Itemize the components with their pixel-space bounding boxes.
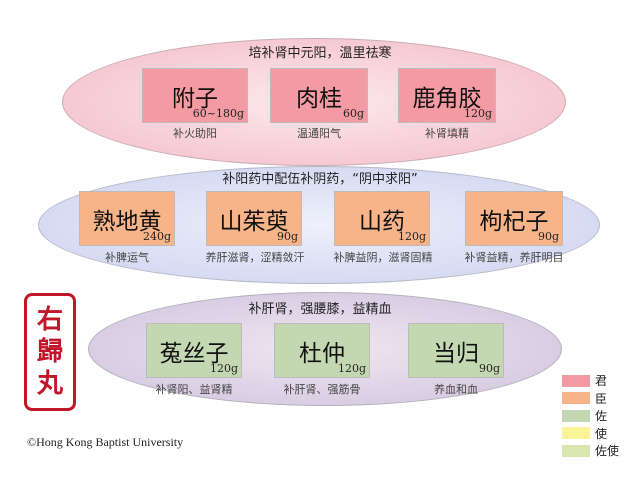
herb-dose: 120g — [209, 362, 238, 375]
herb-box-tusizi: 菟丝子 120g — [146, 323, 242, 378]
herb-dose: 120g — [337, 362, 366, 375]
legend-label: 君 — [595, 374, 608, 389]
herb-note: 补肾阳、益肾精 — [155, 383, 233, 396]
herb-dose: 120g — [463, 107, 492, 120]
herb-box-danggui: 当归 90g — [408, 323, 504, 378]
legend-label: 臣 — [595, 391, 608, 406]
legend-label: 佐 — [595, 409, 608, 424]
legend-swatch — [562, 444, 590, 457]
herb-box-shanzhuyu: 山茱萸 90g — [206, 191, 302, 246]
herb-box-fuzi: 附子 60~180g — [142, 68, 248, 123]
herb-note: 补肾益精，养肝明目 — [464, 251, 564, 264]
herb-name: 熟地黄 — [92, 209, 162, 235]
herb-name: 鹿角胶 — [412, 86, 482, 112]
herb-name: 山药 — [359, 209, 405, 235]
herb-dose: 90g — [537, 230, 559, 243]
legend-swatch — [562, 409, 590, 422]
legend-item: 君 — [562, 372, 619, 390]
herb-box-lujiaojiao: 鹿角胶 120g — [398, 68, 496, 123]
herb-box-duzhong: 杜仲 120g — [274, 323, 370, 378]
herb-note: 补脾运气 — [105, 251, 149, 264]
row-1-title: 培补肾中元阳，温里祛寒 — [248, 46, 392, 61]
herb-box-shudihuang: 熟地黄 240g — [79, 191, 175, 246]
herb-note: 补肾填精 — [425, 127, 469, 140]
herb-dose: 90g — [478, 362, 500, 375]
legend-item: 佐使 — [562, 442, 619, 460]
herb-dose: 120g — [397, 230, 426, 243]
herb-box-rougui: 肉桂 60g — [270, 68, 368, 123]
legend-swatch — [562, 392, 590, 405]
herb-name: 当归 — [433, 341, 479, 367]
herb-name: 附子 — [172, 86, 218, 112]
legend-label: 使 — [595, 426, 608, 441]
herb-note: 温通阳气 — [297, 127, 341, 140]
legend-swatch — [562, 374, 590, 387]
legend-item: 佐 — [562, 407, 619, 425]
herb-name: 枸杞子 — [479, 209, 549, 235]
herb-note: 补肝肾、强筋骨 — [283, 383, 361, 396]
herb-dose: 240g — [142, 230, 171, 243]
legend-swatch — [562, 427, 590, 440]
herb-note: 养血和血 — [434, 383, 478, 396]
herb-dose: 60g — [342, 107, 364, 120]
role-legend: 君 臣 佐 使 佐使 — [562, 372, 619, 460]
legend-label: 佐使 — [595, 444, 620, 459]
herb-name: 杜仲 — [299, 341, 345, 367]
herb-dose: 90g — [276, 230, 298, 243]
seal-char: 歸 — [36, 337, 63, 367]
row-3-title: 补肝肾，强腰膝，益精血 — [248, 302, 392, 317]
herb-box-shanyao: 山药 120g — [334, 191, 430, 246]
herb-dose: 60~180g — [192, 107, 244, 120]
herb-note: 补脾益阴，滋肾固精 — [333, 251, 433, 264]
legend-item: 使 — [562, 425, 619, 443]
herb-note: 补火助阳 — [173, 127, 217, 140]
row-2-title: 补阳药中配伍补阴药，“阴中求阳” — [222, 172, 418, 187]
herb-name: 山茱萸 — [219, 209, 289, 235]
herb-name: 菟丝子 — [159, 341, 229, 367]
seal-char: 丸 — [36, 369, 63, 399]
copyright-text: ©Hong Kong Baptist University — [27, 435, 184, 449]
seal-char: 右 — [36, 305, 63, 335]
herb-note: 养肝滋肾，涩精敛汗 — [205, 251, 305, 264]
herb-name: 肉桂 — [296, 86, 342, 112]
legend-item: 臣 — [562, 390, 619, 408]
formula-seal: 右 歸 丸 — [24, 293, 76, 411]
herb-box-gouqizi: 枸杞子 90g — [465, 191, 563, 246]
